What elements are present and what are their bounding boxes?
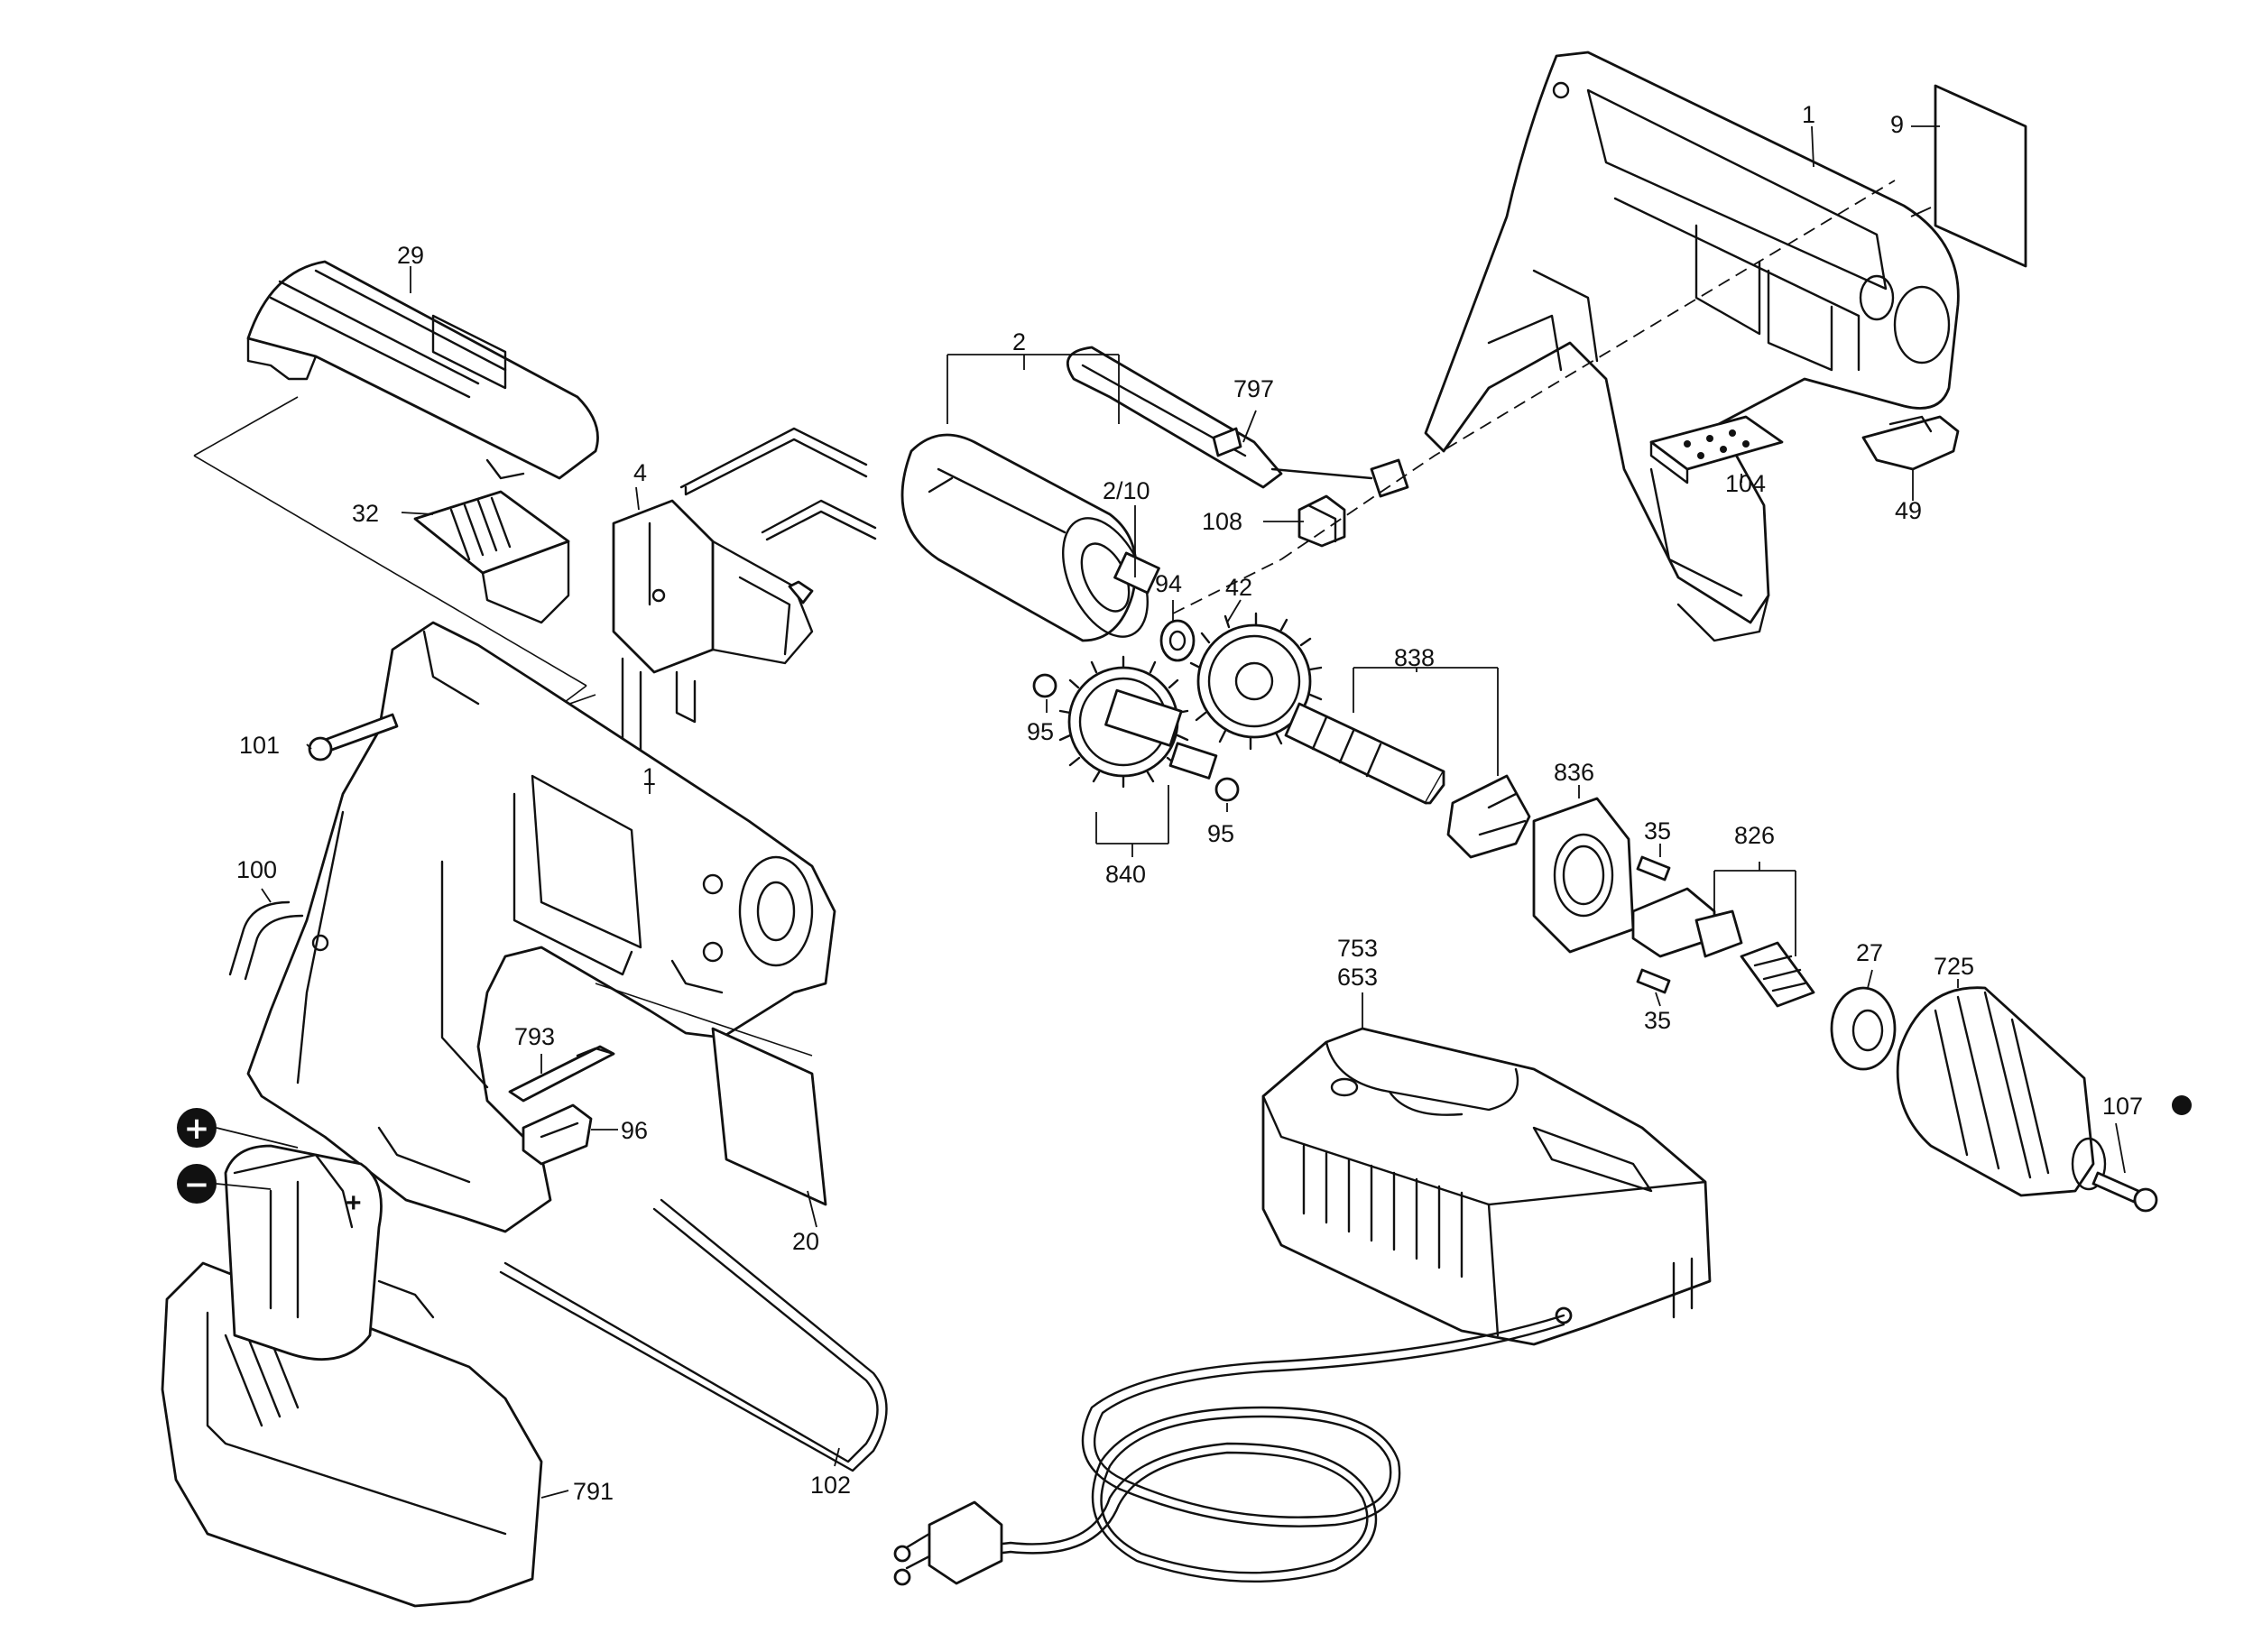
plus-symbol: + <box>177 1108 217 1148</box>
callout-2: 2 <box>1012 328 1026 355</box>
callout-1-housing-left: 1 <box>642 763 656 790</box>
bearing-27 <box>1830 986 1897 1071</box>
ball-95-a <box>1032 673 1057 698</box>
callout-35-a: 35 <box>1644 817 1671 844</box>
callout-840: 840 <box>1105 861 1146 888</box>
bit-holder-96 <box>522 1103 593 1166</box>
charger-753-653 <box>1261 1027 1712 1346</box>
callout-42: 42 <box>1225 574 1252 601</box>
ball-95-b <box>1214 777 1240 802</box>
washer-94 <box>1159 619 1196 662</box>
minus-symbol: − <box>177 1164 217 1204</box>
callout-104: 104 <box>1725 470 1766 497</box>
power-cord <box>893 1314 1565 1586</box>
callout-1-housing-right: 1 <box>1802 101 1815 128</box>
label-20 <box>711 1027 827 1206</box>
callout-49: 49 <box>1895 497 1922 524</box>
callout-9: 9 <box>1890 111 1904 138</box>
motor-2 <box>900 433 1160 642</box>
screw-101 <box>308 713 399 761</box>
callout-791: 791 <box>573 1478 614 1505</box>
callout-32: 32 <box>352 500 379 527</box>
callout-793: 793 <box>514 1023 555 1050</box>
callout-2-10: 2/10 <box>1103 477 1150 504</box>
screwdriver-bit-793 <box>508 1045 615 1103</box>
pin-35-b <box>1636 968 1671 994</box>
callout-4: 4 <box>633 459 647 486</box>
callout-753: 753 <box>1337 935 1378 962</box>
callout-20: 20 <box>792 1228 819 1255</box>
callout-836: 836 <box>1554 759 1594 786</box>
battery-pack-791 <box>161 1144 543 1608</box>
svg-text:−: − <box>184 1167 210 1203</box>
plus-terminal-label: + <box>346 1188 362 1218</box>
wrist-strap-797 <box>1066 346 1409 498</box>
clip-108 <box>1297 494 1346 548</box>
callout-826: 826 <box>1734 822 1775 849</box>
wire-100 <box>228 900 291 976</box>
pin-35-a <box>1636 855 1671 881</box>
belt-clip-102 <box>499 1198 888 1472</box>
callout-95-a: 95 <box>1027 718 1054 745</box>
callout-29: 29 <box>397 242 424 269</box>
spindle-838 <box>1284 702 1445 805</box>
gear-42 <box>1189 612 1323 751</box>
clutch-838 <box>1446 774 1531 859</box>
callout-108: 108 <box>1202 508 1242 535</box>
callout-95-b: 95 <box>1207 820 1234 847</box>
callout-838: 838 <box>1394 644 1435 671</box>
label-plate-9 <box>1934 84 2027 268</box>
callout-96: 96 <box>621 1117 648 1144</box>
callout-653: 653 <box>1337 964 1378 991</box>
bearing-plate-836 <box>1532 797 1635 954</box>
clip-49 <box>1861 415 1960 471</box>
shaft-826 <box>1631 887 1815 1008</box>
callout-labels: 1 9 29 2 797 4 32 2/10 108 104 49 94 42 … <box>236 101 2143 1505</box>
battery-cover-29 <box>246 260 599 480</box>
callout-101: 101 <box>239 732 280 759</box>
callout-102: 102 <box>810 1472 851 1499</box>
housing-half-right <box>1424 51 1960 642</box>
note-dot <box>2172 1095 2192 1115</box>
callout-94: 94 <box>1155 570 1182 597</box>
callout-35-b: 35 <box>1644 1007 1671 1034</box>
switch-plate-104 <box>1649 415 1784 485</box>
callout-leaders <box>261 125 2126 1499</box>
screw-107 <box>2091 1171 2158 1213</box>
callout-797: 797 <box>1233 375 1274 402</box>
chuck-725 <box>1896 986 2107 1197</box>
callout-100: 100 <box>236 856 277 883</box>
callout-27: 27 <box>1856 939 1883 966</box>
callout-725: 725 <box>1934 953 1974 980</box>
trigger-switch-4 <box>612 499 814 755</box>
callout-107: 107 <box>2102 1093 2143 1120</box>
svg-text:+: + <box>184 1111 210 1147</box>
battery-contact-32 <box>413 490 570 624</box>
housing-half-left <box>246 621 836 1233</box>
planet-carrier-840 <box>1058 655 1218 789</box>
